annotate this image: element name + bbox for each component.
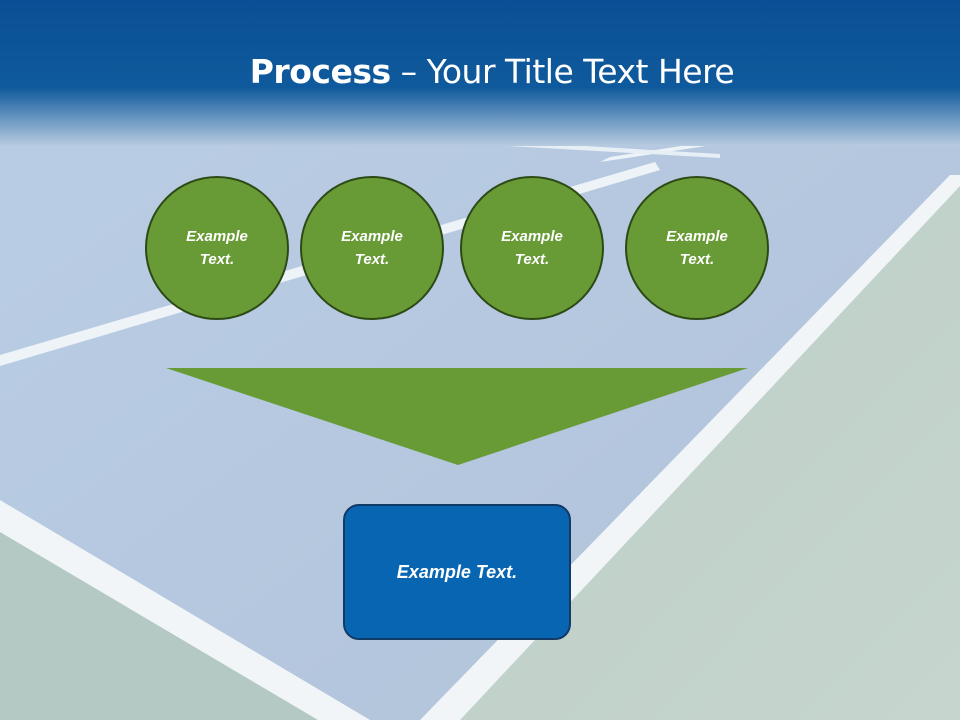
result-box: Example Text. <box>343 504 571 640</box>
step-circle-4: Example Text. <box>625 176 769 320</box>
funnel-arrow <box>166 368 748 465</box>
title-bold: Process <box>249 52 391 91</box>
step-circle-2: Example Text. <box>300 176 444 320</box>
slide-title: Process – Your Title Text Here <box>0 52 960 91</box>
step-circle-3: Example Text. <box>460 176 604 320</box>
title-rest: – Your Title Text Here <box>390 52 735 91</box>
step-circle-1: Example Text. <box>145 176 289 320</box>
